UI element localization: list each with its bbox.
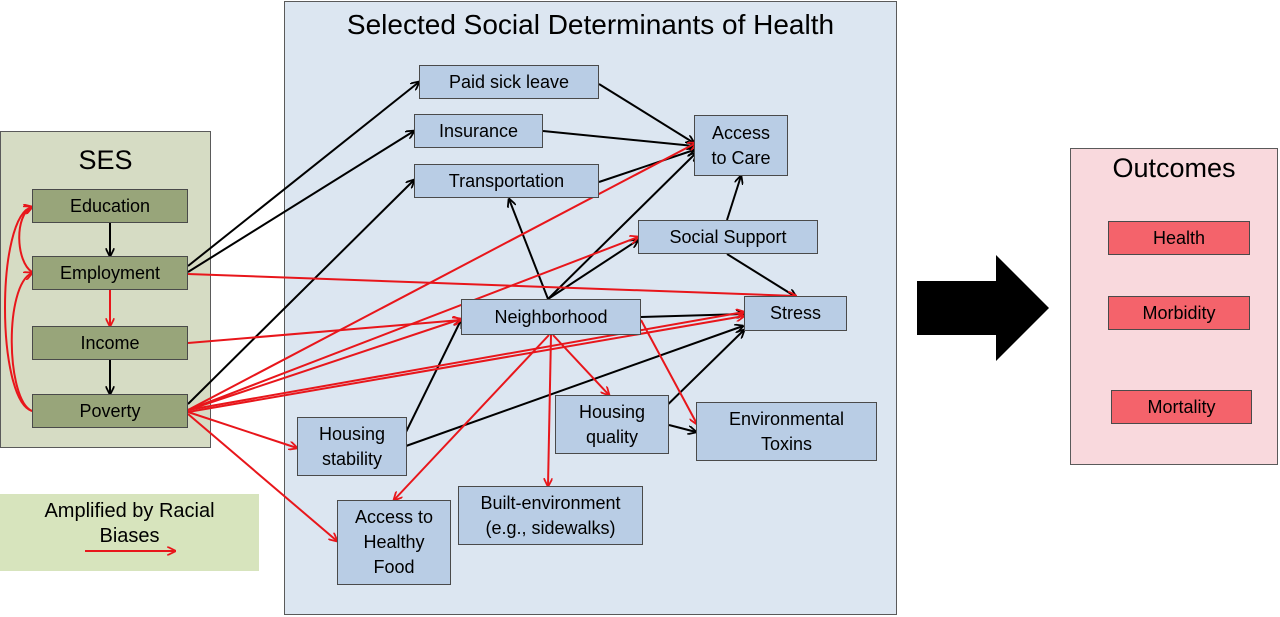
built-environment-line-2: (e.g., sidewalks) xyxy=(485,517,616,538)
arrow-housing-quality-toxins xyxy=(668,424,696,432)
stress-box: Stress xyxy=(744,296,847,331)
built-environment-box: Built-environment (e.g., sidewalks) xyxy=(458,486,643,545)
housing-stability-box: Housing stability xyxy=(297,417,407,476)
legend-panel xyxy=(0,494,259,571)
transportation-box: Transportation xyxy=(414,164,599,198)
arrow-social-support-access xyxy=(726,176,741,221)
arrow-poverty-stress-amplified xyxy=(187,312,744,411)
arrow-social-support-stress xyxy=(726,253,796,297)
social-support-box: Social Support xyxy=(638,220,818,254)
arrow-poverty-employment-amplified xyxy=(10,273,32,412)
insurance-box: Insurance xyxy=(414,114,543,148)
healthy-food-line-2: Healthy xyxy=(363,532,425,552)
housing-quality-line-1: Housing xyxy=(578,401,646,422)
ses-poverty-box: Poverty xyxy=(32,394,188,428)
arrow-neighborhood-social-support xyxy=(547,240,638,300)
environmental-toxins-line-2: Toxins xyxy=(760,433,813,454)
ses-education-box: Education xyxy=(32,189,188,223)
arrow-poverty-stress-2-amplified xyxy=(187,316,744,413)
legend-text: Amplified by Racial Biases xyxy=(0,499,259,549)
arrow-income-neighborhood-amplified xyxy=(187,320,461,344)
ses-income-box: Income xyxy=(32,326,188,360)
arrow-neighborhood-healthy-food-amplified xyxy=(394,334,550,500)
outcomes-title: Outcomes xyxy=(1112,153,1236,183)
access-to-care-box: Access to Care xyxy=(694,115,788,176)
arrow-poverty-access-amplified xyxy=(187,143,696,411)
housing-quality-line-2: quality xyxy=(585,426,639,447)
arrow-poverty-social-support-amplified xyxy=(187,237,638,411)
sdoh-title: Selected Social Determinants of Health xyxy=(346,9,835,40)
healthy-food-line-1: Access to xyxy=(354,507,434,527)
arrow-neighborhood-transportation xyxy=(509,199,549,300)
environmental-toxins-line-1: Environmental xyxy=(728,408,845,429)
arrow-neighborhood-access xyxy=(547,153,696,300)
ses-title: SES xyxy=(78,145,133,175)
arrow-employment-paid-sick-leave xyxy=(187,82,419,267)
outcome-morbidity-box: Morbidity xyxy=(1108,296,1250,330)
arrow-transportation-access xyxy=(598,150,694,183)
access-to-care-line-1: Access xyxy=(711,122,771,143)
arrow-poverty-neighborhood-amplified xyxy=(187,319,461,411)
legend-text-line-1: Amplified by Racial xyxy=(44,500,215,522)
arrow-insurance-access xyxy=(542,130,694,146)
arrow-poverty-transportation xyxy=(187,180,414,405)
arrow-employment-stress-amplified xyxy=(187,273,796,296)
access-to-care-line-2: to Care xyxy=(711,147,771,168)
big-black-arrow xyxy=(917,255,1049,361)
arrow-neighborhood-housing-quality-amplified xyxy=(552,334,609,395)
arrow-employment-insurance xyxy=(187,131,414,273)
paid-sick-leave-box: Paid sick leave xyxy=(419,65,599,99)
arrow-housing-stability-neighborhood xyxy=(405,320,461,433)
arrow-poverty-housing-stability-amplified xyxy=(187,411,297,448)
arrow-poverty-education-amplified xyxy=(4,207,32,412)
arrow-poverty-healthy-food-amplified xyxy=(187,413,337,541)
outcome-mortality-box: Mortality xyxy=(1111,390,1252,424)
housing-stability-line-2: stability xyxy=(321,448,383,469)
arrow-neighborhood-built-env-amplified xyxy=(548,334,551,486)
environmental-toxins-box: Environmental Toxins xyxy=(696,402,877,461)
legend-text-line-2: Biases xyxy=(99,525,160,547)
housing-stability-line-1: Housing xyxy=(318,423,386,444)
arrow-neighborhood-toxins-amplified xyxy=(640,319,697,424)
arrow-paid-sick-leave-access xyxy=(598,83,694,143)
built-environment-line-1: Built-environment xyxy=(480,492,621,513)
ses-employment-box: Employment xyxy=(32,256,188,290)
healthy-food-line-3: Food xyxy=(373,557,415,577)
outcome-health-box: Health xyxy=(1108,221,1250,255)
housing-quality-box: Housing quality xyxy=(555,395,669,454)
neighborhood-box: Neighborhood xyxy=(461,299,641,335)
access-to-healthy-food-box: Access to Healthy Food xyxy=(337,500,451,585)
